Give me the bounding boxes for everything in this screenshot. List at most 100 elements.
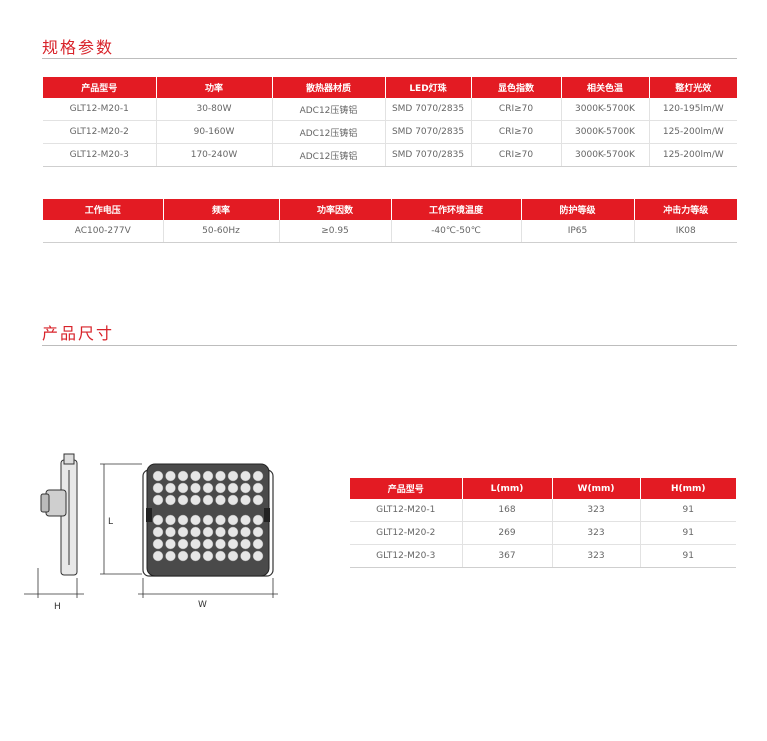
- side-view: [40, 453, 78, 576]
- led-lens-icon: [252, 494, 264, 506]
- table-row: GLT12-M20-1 30-80W ADC12压铸铝 SMD 7070/283…: [43, 98, 737, 121]
- table-cell: ≥0.95: [278, 220, 391, 243]
- column-header: 显色指数: [470, 77, 561, 98]
- spec-table: 产品型号 功率 散热器材质 LED灯珠 显色指数 相关色温 整灯光效 GLT12…: [43, 77, 737, 167]
- table-cell: 91: [639, 544, 736, 568]
- led-lens-icon: [190, 482, 201, 494]
- led-lens-icon: [240, 526, 251, 538]
- table-cell: 30-80W: [155, 98, 272, 121]
- table-cell: 170-240W: [155, 143, 272, 167]
- led-lens-icon: [177, 494, 189, 506]
- led-lens-icon: [215, 550, 226, 562]
- table-cell: GLT12-M20-1: [350, 499, 462, 522]
- led-lens-icon: [240, 550, 251, 562]
- led-lens-icon: [190, 550, 201, 562]
- table-cell: 50-60Hz: [162, 220, 279, 243]
- column-header: 工作环境温度: [390, 199, 521, 220]
- led-lens-icon: [165, 494, 176, 506]
- table-cell: 269: [461, 521, 552, 545]
- table-cell: 323: [551, 544, 640, 568]
- led-lens-icon: [215, 526, 226, 538]
- table-cell: 168: [461, 499, 552, 522]
- table-cell: ADC12压铸铝: [271, 143, 385, 167]
- column-header: 工作电压: [43, 199, 163, 220]
- led-lens-icon: [152, 482, 164, 494]
- size-section-title: 产品尺寸: [42, 324, 115, 343]
- led-lens-icon: [165, 514, 176, 526]
- table-cell: 323: [551, 499, 640, 522]
- table-row: AC100-277V 50-60Hz ≥0.95 -40℃-50℃ IP65 I…: [43, 220, 737, 243]
- led-lens-icon: [165, 470, 176, 482]
- dim-label-w: W: [198, 600, 207, 610]
- led-lens-icon: [252, 550, 264, 562]
- column-header: 功率因数: [278, 199, 391, 220]
- electrical-table: 工作电压 频率 功率因数 工作环境温度 防护等级 冲击力等级 AC100-277…: [43, 199, 737, 243]
- table-row: GLT12-M20-2 269 323 91: [350, 521, 736, 545]
- led-lens-icon: [177, 470, 189, 482]
- table-cell: SMD 7070/2835: [384, 120, 471, 144]
- table-cell: IK08: [633, 220, 737, 243]
- table-cell: GLT12-M20-2: [350, 521, 462, 545]
- table-row: GLT12-M20-3 367 323 91: [350, 544, 736, 568]
- table-header-row: 产品型号 L(mm) W(mm) H(mm): [350, 478, 736, 499]
- table-cell: IP65: [520, 220, 634, 243]
- led-lens-icon: [215, 470, 226, 482]
- led-lens-icon: [240, 470, 251, 482]
- column-header: LED灯珠: [384, 77, 471, 98]
- size-section-divider: [42, 345, 737, 346]
- table-cell: CRI≥70: [470, 98, 561, 121]
- table-row: GLT12-M20-2 90-160W ADC12压铸铝 SMD 7070/28…: [43, 120, 737, 144]
- led-lens-icon: [152, 550, 164, 562]
- table-cell: SMD 7070/2835: [384, 98, 471, 121]
- led-lens-icon: [240, 482, 251, 494]
- table-cell: GLT12-M20-1: [43, 98, 156, 121]
- led-lens-icon: [227, 470, 239, 482]
- table-cell: CRI≥70: [470, 143, 561, 167]
- led-lens-icon: [165, 538, 176, 550]
- table-cell: ADC12压铸铝: [271, 98, 385, 121]
- led-lens-icon: [152, 514, 164, 526]
- led-lens-icon: [152, 470, 164, 482]
- led-lens-icon: [202, 538, 214, 550]
- led-lens-icon: [215, 494, 226, 506]
- table-cell: 91: [639, 499, 736, 522]
- table-cell: -40℃-50℃: [390, 220, 521, 243]
- led-lens-icon: [202, 494, 214, 506]
- column-header: W(mm): [551, 478, 640, 499]
- column-header: 相关色温: [560, 77, 649, 98]
- table-header-row: 工作电压 频率 功率因数 工作环境温度 防护等级 冲击力等级: [43, 199, 737, 220]
- front-view: [142, 463, 274, 577]
- led-lens-icon: [177, 526, 189, 538]
- led-lens-icon: [202, 514, 214, 526]
- column-header: 产品型号: [350, 478, 462, 499]
- table-cell: GLT12-M20-3: [350, 544, 462, 568]
- dim-label-h: H: [54, 602, 61, 610]
- column-header: H(mm): [639, 478, 736, 499]
- led-lens-icon: [240, 514, 251, 526]
- column-header: 产品型号: [43, 77, 156, 98]
- led-lens-icon: [227, 514, 239, 526]
- led-lens-icon: [240, 538, 251, 550]
- led-lens-icon: [190, 526, 201, 538]
- led-lens-icon: [152, 538, 164, 550]
- table-cell: 367: [461, 544, 552, 568]
- led-lens-icon: [227, 550, 239, 562]
- dimension-drawing: H L W: [24, 453, 278, 610]
- table-cell: 3000K-5700K: [560, 98, 649, 121]
- table-cell: 120-195lm/W: [648, 98, 737, 121]
- led-lens-icon: [215, 538, 226, 550]
- led-lens-icon: [227, 482, 239, 494]
- column-header: 冲击力等级: [633, 199, 737, 220]
- spec-section-title: 规格参数: [42, 38, 115, 57]
- led-lens-icon: [252, 470, 264, 482]
- table-cell: SMD 7070/2835: [384, 143, 471, 167]
- table-cell: 91: [639, 521, 736, 545]
- led-lens-icon: [202, 482, 214, 494]
- led-lens-icon: [165, 482, 176, 494]
- led-lens-icon: [177, 514, 189, 526]
- table-cell: 323: [551, 521, 640, 545]
- table-cell: AC100-277V: [43, 220, 163, 243]
- column-header: 防护等级: [520, 199, 634, 220]
- led-lens-icon: [165, 550, 176, 562]
- column-header: 整灯光效: [648, 77, 737, 98]
